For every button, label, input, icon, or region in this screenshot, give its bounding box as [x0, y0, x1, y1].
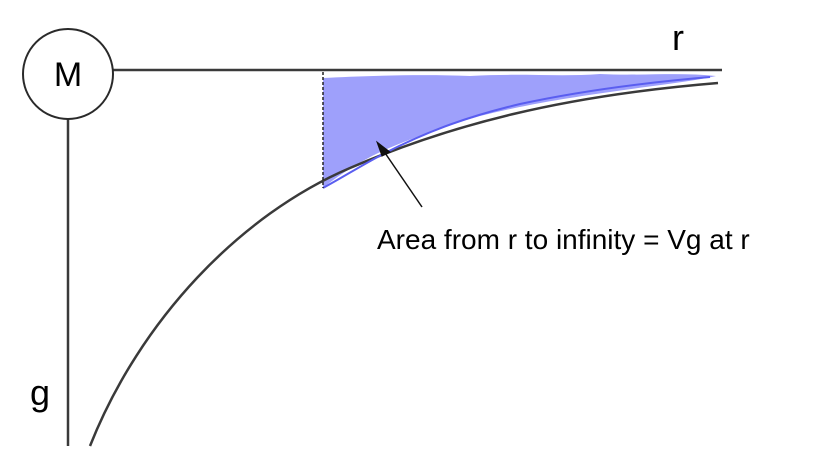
field-curve [88, 81, 719, 447]
shaded-area [323, 74, 716, 188]
shaded-edge [322, 76, 711, 189]
mass-circle [22, 28, 114, 120]
mass-label: M [54, 56, 82, 94]
r-axis-label: r [672, 17, 684, 58]
annotation-text: Area from r to infinity = Vg at r [377, 224, 750, 255]
annotation-arrow [382, 149, 423, 208]
arrowhead [375, 140, 391, 157]
g-axis-label: g [30, 372, 50, 413]
